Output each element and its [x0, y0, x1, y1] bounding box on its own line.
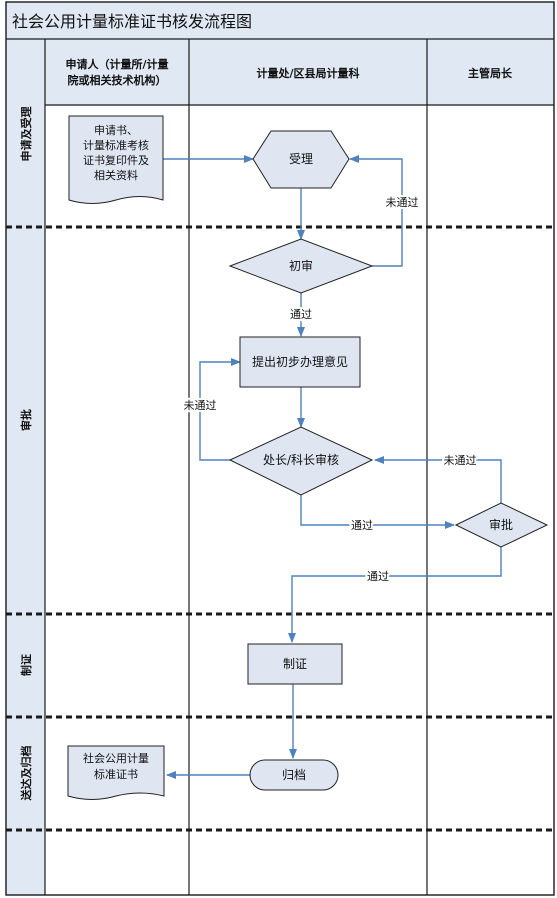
node-label: 审批	[489, 517, 513, 532]
node-label: 归档	[282, 768, 306, 782]
arrow-initial-review-fail	[349, 155, 403, 267]
grid	[5, 1, 555, 896]
document-line: 标准证书	[94, 767, 138, 781]
connectors	[163, 155, 502, 779]
edge-label-pass-approve: 通过	[367, 570, 389, 583]
document-line: 相关资料	[94, 168, 138, 182]
node-label: 制证	[283, 657, 307, 671]
document-shape	[67, 745, 165, 800]
node-initial-review: 初审	[228, 238, 374, 294]
node-application-documents: 申请书、 计量标准考核 证书复印件及 相关资料	[68, 115, 164, 204]
node-chief-review: 处长/科长审核	[228, 426, 374, 496]
arrow-chief-review-fail	[199, 358, 241, 461]
page-title: 社会公用计量标准证书核发流程图	[12, 12, 252, 31]
hexagon-shape	[252, 130, 350, 189]
node-proposal: 提出初步办理意见	[239, 336, 361, 388]
edge-label-fail-chief: 未通过	[184, 399, 217, 412]
column-header-office: 计量处/区县局计量科	[256, 66, 359, 80]
row-label-column	[6, 105, 45, 895]
node-label: 处长/科长审核	[263, 452, 339, 467]
edge-label-fail-approve: 未通过	[444, 454, 477, 467]
row-label-issue: 制证	[19, 654, 33, 676]
edge-label-fail-initial: 未通过	[386, 196, 419, 209]
arrow-approve-fail	[374, 456, 502, 503]
decision-shape	[228, 426, 374, 496]
row-label-review: 审批	[19, 409, 33, 431]
row-label-apply: 申请及受理	[19, 107, 33, 162]
decision-shape	[228, 238, 374, 294]
document-shape	[68, 115, 164, 204]
column-header-band	[6, 39, 554, 105]
title-bar	[6, 2, 554, 39]
node-label: 提出初步办理意见	[252, 354, 348, 369]
outer-border	[5, 1, 555, 896]
document-line: 证书复印件及	[83, 153, 149, 167]
process-shape	[247, 643, 343, 685]
document-line: 计量标准考核	[83, 138, 149, 152]
node-label: 初审	[289, 258, 313, 273]
edge-label-pass-chief: 通过	[351, 519, 373, 532]
edge-label-pass-initial: 通过	[290, 308, 312, 321]
arrow-chief-review-pass	[300, 495, 455, 529]
column-header-applicant-line1: 申请人（计量所/计量	[65, 57, 168, 71]
node-certificate-document: 社会公用计量 标准证书	[67, 745, 165, 800]
terminator-shape	[249, 759, 339, 791]
process-shape	[239, 336, 361, 388]
arrow-approve-pass	[288, 547, 502, 643]
row-label-deliver: 送达及归档	[19, 746, 33, 802]
node-approve: 审批	[454, 502, 549, 548]
decision-shape	[454, 502, 549, 548]
document-line: 社会公用计量	[83, 751, 149, 765]
column-header-director: 主管局长	[468, 66, 513, 80]
document-line: 申请书、	[94, 124, 138, 137]
node-label: 受理	[289, 152, 313, 166]
node-archive: 归档	[249, 759, 339, 791]
node-make-certificate: 制证	[247, 643, 343, 685]
column-header-applicant-line2: 院或相关技术机构）	[68, 73, 167, 87]
node-accept: 受理	[252, 130, 350, 189]
